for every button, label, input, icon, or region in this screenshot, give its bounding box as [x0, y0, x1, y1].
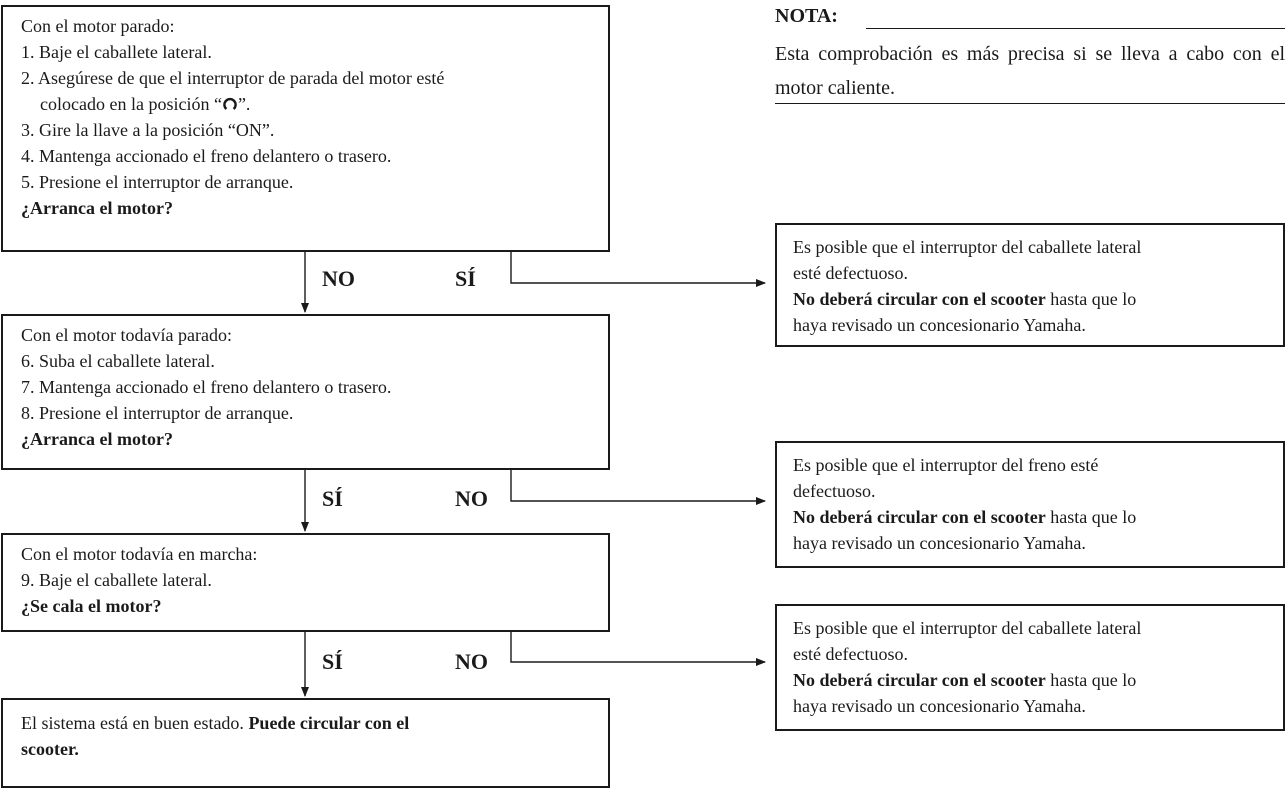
step1-line: 4. Mantenga accionado el freno delantero… [21, 146, 392, 166]
result3-box: Es posible que el interruptor del caball… [775, 604, 1285, 731]
step1-question: ¿Arranca el motor? [21, 198, 173, 218]
note-title: NOTA: [775, 5, 838, 27]
step3-line: Con el motor todavía en marcha: [21, 544, 258, 564]
result2-line3: No deberá circular con el scooter hasta … [793, 504, 1267, 530]
step2-no-label: NO [455, 486, 488, 511]
step2-si-label: SÍ [322, 486, 343, 511]
result3-after: hasta que lo [1045, 670, 1137, 690]
final-bold-2: scooter. [21, 739, 79, 759]
step3-box: Con el motor todavía en marcha: 9. Baje … [1, 533, 610, 632]
step1-line: 1. Baje el caballete lateral. [21, 42, 212, 62]
step2-line: 6. Suba el caballete lateral. [21, 351, 215, 371]
result3-warning: No deberá circular con el scooter [793, 670, 1046, 690]
step2-box: Con el motor todavía parado: 6. Suba el … [1, 314, 610, 470]
step1-line: Con el motor parado: [21, 16, 175, 36]
result2-warning: No deberá circular con el scooter [793, 507, 1046, 527]
result1-line4: haya revisado un concesionario Yamaha. [793, 315, 1086, 335]
step1-box: Con el motor parado: 1. Baje el caballet… [1, 5, 610, 252]
step1-line2-cont-post: ”. [237, 94, 251, 114]
step1-line2-cont-pre: colocado en la posición “ [40, 94, 222, 114]
arrow-step3-to-result3 [510, 632, 766, 666]
final-text: El sistema está en buen estado. [21, 713, 244, 733]
step3-si-label: SÍ [322, 649, 343, 674]
step2-line: 8. Presione el interruptor de arranque. [21, 403, 294, 423]
step2-line: Con el motor todavía parado: [21, 325, 232, 345]
step1-line: 2. Asegúrese de que el interruptor de pa… [21, 68, 445, 88]
result3-line2: esté defectuoso. [793, 644, 908, 664]
note-title-rule [866, 28, 1285, 29]
step3-line: 9. Baje el caballete lateral. [21, 570, 212, 590]
result2-line2: defectuoso. [793, 481, 876, 501]
flow-connectors [301, 252, 766, 697]
step1-line: 3. Gire la llave a la posición “ON”. [21, 120, 275, 140]
result3-line1: Es posible que el interruptor del caball… [793, 618, 1142, 638]
result2-line1: Es posible que el interruptor del freno … [793, 455, 1099, 475]
result1-line1: Es posible que el interruptor del caball… [793, 237, 1142, 257]
step1-si-label: SÍ [455, 266, 476, 291]
result2-box: Es posible que el interruptor del freno … [775, 441, 1285, 568]
result1-warning: No deberá circular con el scooter [793, 289, 1046, 309]
final-bold-1: Puede circular con el [248, 713, 410, 733]
result3-line3: No deberá circular con el scooter hasta … [793, 667, 1267, 693]
result3-line4: haya revisado un concesionario Yamaha. [793, 696, 1086, 716]
arrow-step1-to-result1 [510, 252, 766, 287]
result2-line4: haya revisado un concesionario Yamaha. [793, 533, 1086, 553]
arrow-step2-to-result2 [510, 470, 766, 505]
engine-run-icon [223, 97, 237, 110]
step2-line: 7. Mantenga accionado el freno delantero… [21, 377, 392, 397]
note-bottom-rule [775, 103, 1285, 104]
note-text: Esta comprobación es más precisa si se l… [775, 43, 1285, 99]
step1-line: 5. Presione el interruptor de arranque. [21, 172, 294, 192]
result1-line2: esté defectuoso. [793, 263, 908, 283]
step3-question: ¿Se cala el motor? [21, 596, 162, 616]
result2-after: hasta que lo [1045, 507, 1137, 527]
step1-line-continued: colocado en la posición “ ”. [21, 91, 590, 117]
final-box: El sistema está en buen estado. Puede ci… [1, 698, 610, 788]
step2-question: ¿Arranca el motor? [21, 429, 173, 449]
result1-after: hasta que lo [1045, 289, 1137, 309]
step3-no-label: NO [455, 649, 488, 674]
final-line-1: El sistema está en buen estado. Puede ci… [21, 710, 590, 736]
step1-no-label: NO [322, 266, 355, 291]
result1-box: Es posible que el interruptor del caball… [775, 223, 1285, 347]
result1-line3: No deberá circular con el scooter hasta … [793, 286, 1267, 312]
